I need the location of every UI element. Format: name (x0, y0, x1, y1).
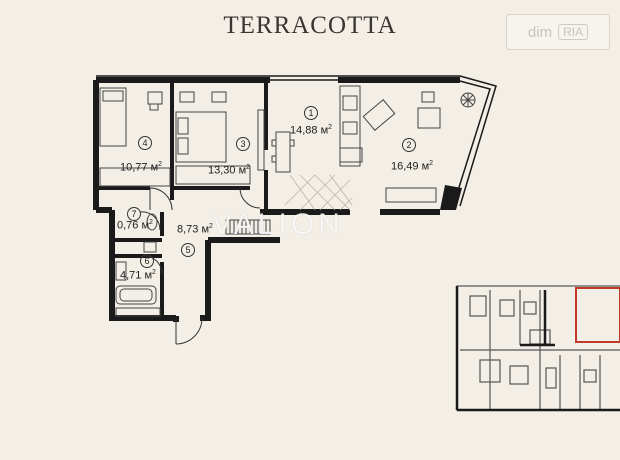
room-number-3: 3 (236, 137, 250, 151)
watermark-ria: RIA (558, 24, 589, 40)
kitchen-room1 (271, 85, 363, 173)
valion-watermark: VALION (212, 208, 344, 241)
dim-ria-watermark: dim RIA (506, 14, 610, 50)
room-number-6: 6 (140, 254, 154, 268)
plan-title: TERRACOTTA (223, 12, 397, 39)
bathroom6 (115, 241, 161, 317)
interior-walls (96, 80, 268, 318)
facade-lines (96, 75, 497, 207)
room-area-5: 8,73 м2 (177, 223, 213, 236)
toilet7 (146, 213, 158, 231)
corner-column (440, 185, 462, 210)
room-area-7: 0,76 м2 (117, 219, 153, 232)
living-room2 (362, 91, 476, 203)
watermark-dim: dim (527, 23, 553, 41)
room-area-2: 16,49 м2 (391, 160, 434, 173)
doors (139, 187, 261, 345)
room-area-1: 14,88 м2 (290, 124, 333, 137)
building-minimap (456, 285, 620, 411)
bed-room4 (99, 87, 171, 187)
bed-room3 (175, 91, 265, 185)
room-number-1: 1 (304, 106, 318, 120)
highlighted-apartment (575, 287, 620, 343)
room-number-4: 4 (138, 136, 152, 150)
room-area-3: 13,30 м2 (208, 164, 251, 177)
building-minimap-walls (455, 286, 620, 412)
room-area-6: 4,71 м2 (120, 269, 156, 282)
room-number-5: 5 (181, 243, 195, 257)
room-number-7: 7 (127, 207, 141, 221)
hall-wardrobe (225, 219, 271, 235)
kitchen-floor-tiles (284, 174, 353, 211)
room-number-2: 2 (402, 138, 416, 152)
room-area-4: 10,77 м2 (120, 161, 163, 174)
